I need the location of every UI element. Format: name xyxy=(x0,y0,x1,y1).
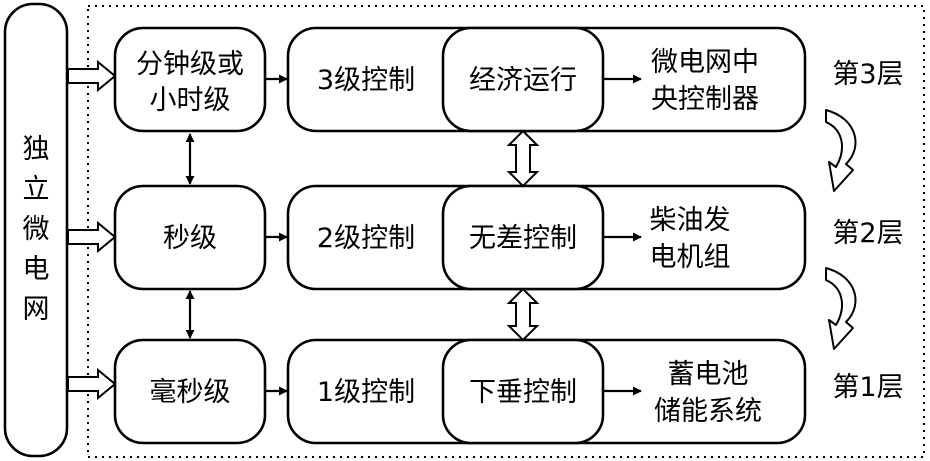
layer-label: 第1层 xyxy=(832,372,903,403)
microgrid-char: 立 xyxy=(23,174,50,205)
control-level-label: 1级控制 xyxy=(317,377,415,408)
controller-label: 蓄电池 xyxy=(668,359,749,390)
microgrid-char: 电 xyxy=(23,254,50,285)
independent-microgrid-label: 独 立 微 电 网 xyxy=(23,134,50,325)
controller-label: 微电网中 xyxy=(651,47,759,78)
control-level-label: 2级控制 xyxy=(317,223,415,254)
curved-arrow-layer2-to-1 xyxy=(825,267,857,350)
row-layer-1: 毫秒级 1级控制 下垂控制 蓄电池 储能系统 xyxy=(113,338,807,445)
hollow-arrow-row1 xyxy=(67,59,117,93)
controller-label: 储能系统 xyxy=(654,396,762,427)
timescale-box xyxy=(113,184,267,291)
control-method-label: 下垂控制 xyxy=(469,377,577,408)
timescale-label: 分钟级或 xyxy=(136,49,244,80)
timescale-label: 小时级 xyxy=(150,85,231,116)
timescale-box xyxy=(113,26,267,133)
layer-label: 第3层 xyxy=(832,59,903,90)
hollow-double-arrow-method-1-2 xyxy=(506,129,540,188)
controller-label: 电机组 xyxy=(650,242,731,273)
control-level-label: 3级控制 xyxy=(317,65,415,96)
timescale-label: 毫秒级 xyxy=(150,377,231,408)
controller-label: 柴油发 xyxy=(650,205,731,236)
row-layer-3: 分钟级或 小时级 3级控制 经济运行 微电网中 央控制器 xyxy=(113,26,807,133)
controller-label: 央控制器 xyxy=(651,84,759,115)
row-layer-2: 秒级 2级控制 无差控制 柴油发 电机组 xyxy=(113,184,807,291)
timescale-box xyxy=(113,338,267,445)
control-method-label: 无差控制 xyxy=(469,223,577,254)
timescale-label: 秒级 xyxy=(163,223,217,254)
microgrid-char: 微 xyxy=(23,214,50,245)
microgrid-char: 独 xyxy=(23,134,50,165)
hollow-arrow-row2 xyxy=(67,220,117,254)
curved-arrow-layer3-to-2 xyxy=(825,109,857,192)
layer-label: 第2层 xyxy=(832,218,903,249)
microgrid-char: 网 xyxy=(23,294,50,325)
control-method-label: 经济运行 xyxy=(469,65,577,96)
hollow-double-arrow-method-2-3 xyxy=(506,287,540,342)
hollow-arrow-row3 xyxy=(67,367,117,401)
